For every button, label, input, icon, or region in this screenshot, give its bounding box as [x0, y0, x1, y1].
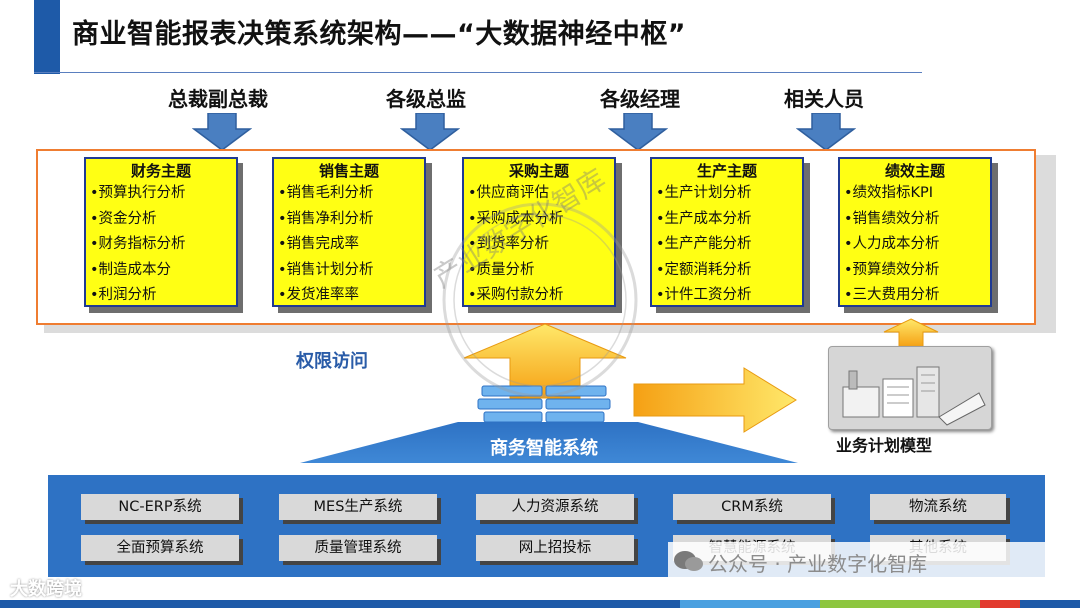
- system-box-crm: CRM系统: [673, 494, 831, 520]
- card-item: •到货率分析: [468, 236, 550, 252]
- footer-stripe-blue-end: [1020, 600, 1080, 608]
- right-arrow-icon: [633, 367, 797, 433]
- card-item: •利润分析: [90, 287, 157, 303]
- business-plan-image: [828, 346, 992, 430]
- subject-card-finance: 财务主题 •预算执行分析 •资金分析 •财务指标分析 •制造成本分 •利润分析: [84, 157, 238, 307]
- card-item: •生产成本分析: [656, 210, 752, 227]
- database-icon: [477, 385, 611, 423]
- up-arrow-icon: [883, 318, 939, 348]
- card-item: •质量分析: [468, 261, 535, 278]
- plan-model-label: 业务计划模型: [836, 436, 933, 455]
- card-item: •资金分析: [90, 210, 157, 227]
- down-arrow-icon: [400, 113, 460, 151]
- card-item: •采购付款分析: [468, 287, 564, 303]
- card-title: 采购主题: [508, 162, 569, 180]
- bi-system-label: 商务智能系统: [490, 438, 598, 459]
- card-item: •销售完成率: [278, 236, 360, 252]
- down-arrow-icon: [192, 113, 252, 151]
- factory-icon: [842, 366, 986, 426]
- card-item: •销售净利分析: [278, 210, 374, 227]
- access-label: 权限访问: [296, 351, 368, 372]
- card-item: •财务指标分析: [90, 236, 186, 252]
- page-title: 商业智能报表决策系统架构——“大数据神经中枢”: [72, 19, 686, 50]
- watermark-stamp: [442, 202, 638, 398]
- subject-card-procurement: 采购主题 •供应商评估 •采购成本分析 •到货率分析 •质量分析 •采购付款分析: [462, 157, 616, 307]
- card-item: •绩效指标KPI: [844, 185, 934, 201]
- card-title: 绩效主题: [884, 162, 945, 180]
- title-divider: [34, 72, 922, 73]
- card-item: •销售毛利分析: [278, 185, 374, 201]
- card-item: •定额消耗分析: [656, 261, 752, 278]
- system-box-quality: 质量管理系统: [279, 535, 437, 561]
- role-label-director: 各级总监: [386, 87, 466, 111]
- card-item: •销售计划分析: [278, 261, 374, 278]
- title-accent-bar: [34, 0, 60, 74]
- card-item: •三大费用分析: [844, 287, 940, 303]
- system-box-logistics: 物流系统: [870, 494, 1006, 520]
- up-arrow-icon: [463, 323, 627, 399]
- card-item: •发货准率率: [278, 287, 360, 303]
- system-box-mes: MES生产系统: [279, 494, 437, 520]
- card-item: •制造成本分: [90, 261, 172, 278]
- role-label-executive: 总裁副总裁: [168, 87, 268, 111]
- role-label-manager: 各级经理: [600, 87, 680, 111]
- role-label-staff: 相关人员: [784, 87, 864, 111]
- card-item: •生产产能分析: [656, 236, 752, 252]
- down-arrow-icon: [796, 113, 856, 151]
- subject-card-sales: 销售主题 •销售毛利分析 •销售净利分析 •销售完成率 •销售计划分析 •发货准…: [272, 157, 426, 307]
- card-item: •生产计划分析: [656, 185, 752, 201]
- footer-stripe-red: [980, 600, 1020, 608]
- wechat-icon: [674, 551, 703, 571]
- subject-card-performance: 绩效主题 •绩效指标KPI •销售绩效分析 •人力成本分析 •预算绩效分析 •三…: [838, 157, 992, 307]
- card-item: •预算绩效分析: [844, 261, 940, 278]
- brand-watermark: 大数跨境: [10, 579, 82, 600]
- card-item: •采购成本分析: [468, 210, 564, 227]
- card-item: •人力成本分析: [844, 236, 940, 252]
- subject-card-production: 生产主题 •生产计划分析 •生产成本分析 •生产产能分析 •定额消耗分析 •计件…: [650, 157, 804, 307]
- card-title: 销售主题: [318, 162, 379, 180]
- card-item: •计件工资分析: [656, 287, 752, 303]
- down-arrow-icon: [608, 113, 668, 151]
- footer-stripe-lightblue: [680, 600, 820, 608]
- bi-system-base: [300, 422, 798, 463]
- system-box-bidding: 网上招投标: [476, 535, 634, 561]
- wechat-watermark-bg: [668, 542, 1048, 578]
- card-title: 财务主题: [130, 162, 191, 180]
- card-item: •销售绩效分析: [844, 210, 940, 227]
- card-title: 生产主题: [696, 162, 757, 180]
- card-item: •供应商评估: [468, 185, 550, 201]
- footer-stripe-green: [820, 600, 980, 608]
- card-item: •预算执行分析: [90, 185, 186, 201]
- system-box-hr: 人力资源系统: [476, 494, 634, 520]
- wechat-watermark-text: 公众号 · 产业数字化智库: [708, 552, 928, 576]
- system-box-budget: 全面预算系统: [81, 535, 239, 561]
- system-box-nc-erp: NC-ERP系统: [81, 494, 239, 520]
- footer-stripe-blue: [0, 600, 680, 608]
